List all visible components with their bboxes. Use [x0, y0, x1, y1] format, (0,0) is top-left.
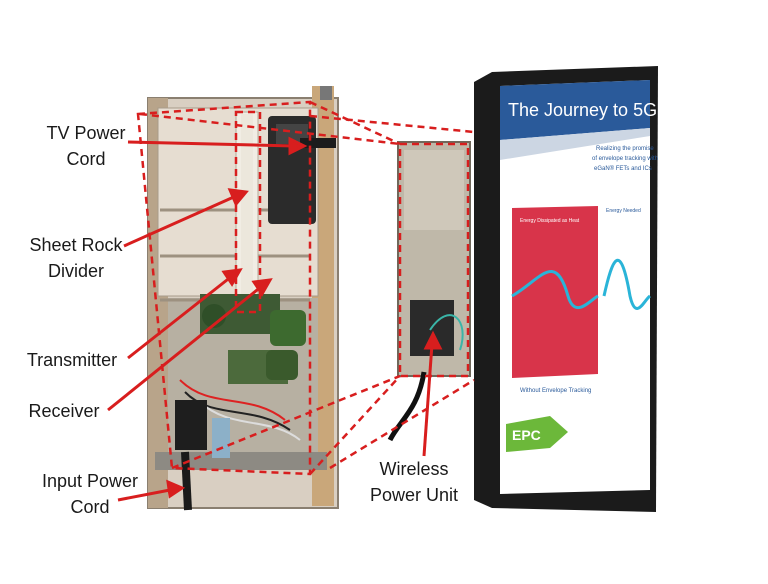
tv-power-block [268, 116, 336, 224]
label-transmitter-line-1: Transmitter [26, 350, 118, 370]
enclosure-wiring [179, 379, 301, 441]
label-receiver-line-1: Receiver [28, 401, 100, 421]
transmitter-module [200, 294, 306, 346]
tv-caption-left: Energy Dissipated as Heat [520, 218, 580, 224]
label-transmitter: Transmitter [12, 347, 132, 373]
label-input-power-cord: Input Power Cord [30, 468, 150, 520]
tv-caption-bottom: Without Envelope Tracking [520, 388, 591, 394]
label-tv-power-cord: TV Power Cord [26, 120, 146, 172]
label-wireless-power-unit-line-2: Power Unit [369, 485, 459, 505]
callout-arrows [107, 136, 443, 502]
tv-subtitle-line-3: eGaN® FETs and ICs [594, 165, 652, 172]
input-power-plug [175, 400, 230, 511]
label-input-power-cord-line-2: Cord [70, 497, 110, 517]
tv-title: The Journey to 5G [508, 100, 657, 120]
label-sheet-rock-divider: Sheet Rock Divider [16, 232, 136, 284]
tv-caption-right: Energy Needed [606, 208, 641, 214]
label-wireless-power-unit: Wireless Power Unit [352, 456, 476, 508]
tv-subtitle-line-1: Realizing the promise [596, 146, 654, 152]
tv-logo: EPC [512, 427, 541, 443]
label-tv-power-cord-line-1: TV Power [46, 123, 126, 143]
label-receiver: Receiver [4, 398, 124, 424]
dashed-outlines [136, 100, 475, 476]
tv [474, 66, 658, 512]
label-input-power-cord-line-1: Input Power [41, 471, 139, 491]
label-wireless-power-unit-line-1: Wireless [379, 459, 449, 479]
receiver-module [228, 350, 298, 384]
label-sheet-rock-divider-line-1: Sheet Rock [29, 235, 123, 255]
wireless-power-unit-box [387, 141, 471, 442]
label-tv-power-cord-line-2: Cord [66, 149, 106, 169]
tv-subtitle-line-2: of envelope tracking with [592, 156, 658, 162]
label-sheet-rock-divider-line-2: Divider [47, 261, 104, 281]
